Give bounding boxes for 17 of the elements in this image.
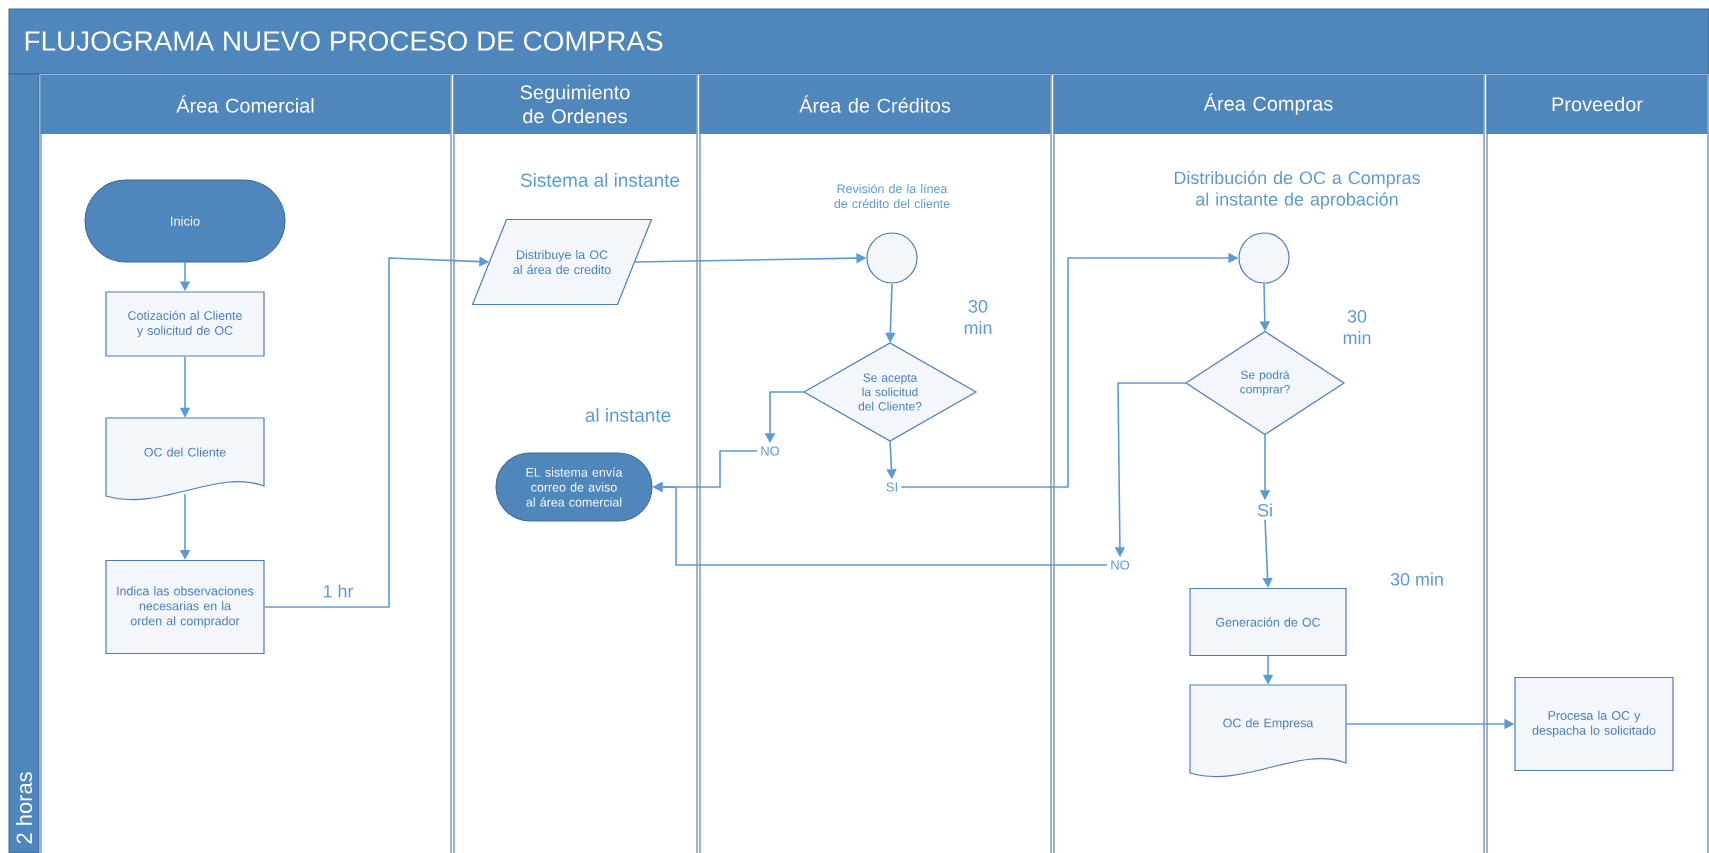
process-box: Cotización al Cliente y solicitud de OC xyxy=(105,291,265,357)
time-note: 30 min xyxy=(1343,309,1371,344)
branch-label: Si xyxy=(1257,503,1272,517)
branch-label: NO xyxy=(1111,560,1130,570)
process-box: Generación de OC xyxy=(1189,587,1347,657)
node-label: Revisión de la línea de crédito del cliente xyxy=(834,183,950,209)
sidebar-label: 2 horas xyxy=(15,772,33,844)
time-note: Sistema al instante xyxy=(520,173,680,187)
process-box: Procesa la OC y despacha lo solicitado xyxy=(1514,676,1674,772)
process-box: Indica las observaciones necesarias en la orden al comprador xyxy=(105,559,265,655)
time-note: 30 min xyxy=(1390,572,1443,586)
time-note: al instante xyxy=(585,408,671,422)
data-parallelogram: Distribuye la OC al área de credito xyxy=(471,218,653,306)
branch-label: NO xyxy=(761,446,780,456)
node-label: Distribución de OC a Compras al instante de aprobación xyxy=(1174,170,1420,210)
time-note: 30 min xyxy=(964,299,992,334)
branch-label: SI xyxy=(886,482,897,492)
